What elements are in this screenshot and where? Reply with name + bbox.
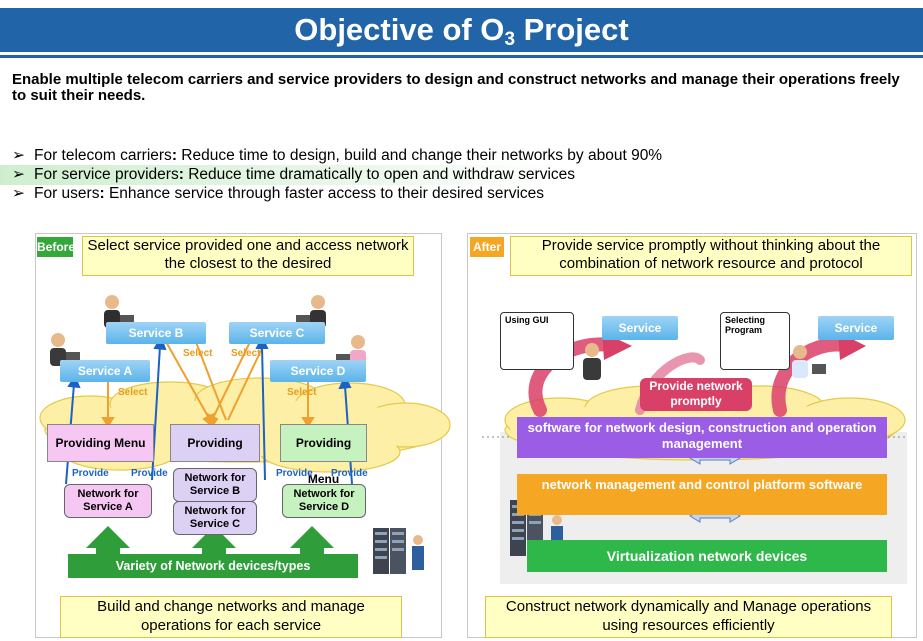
- before-caption: Select service provided one and access n…: [82, 236, 414, 276]
- select-label-a: Select: [118, 387, 148, 398]
- service-a-button[interactable]: Service A: [60, 360, 150, 382]
- before-bottom-caption: Build and change networks and manage ope…: [60, 596, 402, 638]
- providing-menu-d: Providing Menu: [280, 424, 367, 486]
- after-tag: After: [470, 237, 504, 257]
- provide-network-box: Provide network promptly: [640, 378, 752, 411]
- providing-menu-a: Providing Menu: [47, 424, 154, 462]
- program-label: Selecting Program: [725, 315, 766, 335]
- after-service-button-1[interactable]: Service: [602, 316, 678, 340]
- devices-bar: Variety of Network devices/types: [68, 554, 358, 578]
- service-c-button[interactable]: Service C: [229, 322, 325, 344]
- bullet-telecom: ➢For telecom carriers: Reduce time to de…: [12, 147, 663, 164]
- program-operator-figure: [792, 345, 826, 378]
- provide-label-d2: Provide: [331, 468, 368, 479]
- bullet-highlight: [0, 165, 560, 185]
- gui-label: Using GUI: [505, 315, 549, 325]
- server-rack-icon: [373, 528, 424, 574]
- program-panel: Selecting Program: [720, 312, 790, 370]
- after-caption: Provide service promptly without thinkin…: [510, 236, 912, 276]
- after-bottom-caption: Construct network dynamically and Manage…: [485, 596, 892, 638]
- network-service-a: Network for Service A: [64, 484, 152, 518]
- provide-label-a2: Provide: [131, 468, 168, 479]
- device-arrows: [86, 526, 334, 556]
- select-label-c: Select: [231, 348, 261, 359]
- service-d-button[interactable]: Service D: [270, 360, 366, 382]
- before-tag: Before: [37, 237, 75, 257]
- slide-title: Objective of O3 Project: [294, 12, 629, 50]
- platform-layer: network management and control platform …: [517, 474, 887, 515]
- software-layer: software for network design, constructio…: [517, 417, 887, 458]
- network-service-c: Network for Service C: [173, 501, 257, 535]
- bullet-users: ➢For users: Enhance service through fast…: [12, 185, 545, 202]
- select-label-b: Select: [183, 348, 213, 359]
- select-label-d: Select: [287, 387, 317, 398]
- provide-label-d1: Provide: [276, 468, 313, 479]
- title-underline: [0, 55, 923, 58]
- bullet-providers: ➢For service providers: Reduce time dram…: [12, 166, 576, 183]
- gui-panel: Using GUI: [500, 312, 574, 370]
- select-arrows: [101, 339, 315, 429]
- top-strip: [0, 0, 923, 8]
- virtualization-layer: Virtualization network devices: [527, 540, 887, 572]
- after-service-button-2[interactable]: Service: [818, 316, 894, 340]
- title-bar: [0, 8, 923, 52]
- network-service-b: Network for Service B: [173, 468, 257, 502]
- gui-operator-figure: [583, 343, 601, 380]
- lead-text: Enable multiple telecom carriers and ser…: [12, 71, 900, 104]
- service-b-button[interactable]: Service B: [106, 322, 206, 344]
- provide-label-a1: Provide: [72, 468, 109, 479]
- network-service-d: Network for Service D: [282, 484, 366, 518]
